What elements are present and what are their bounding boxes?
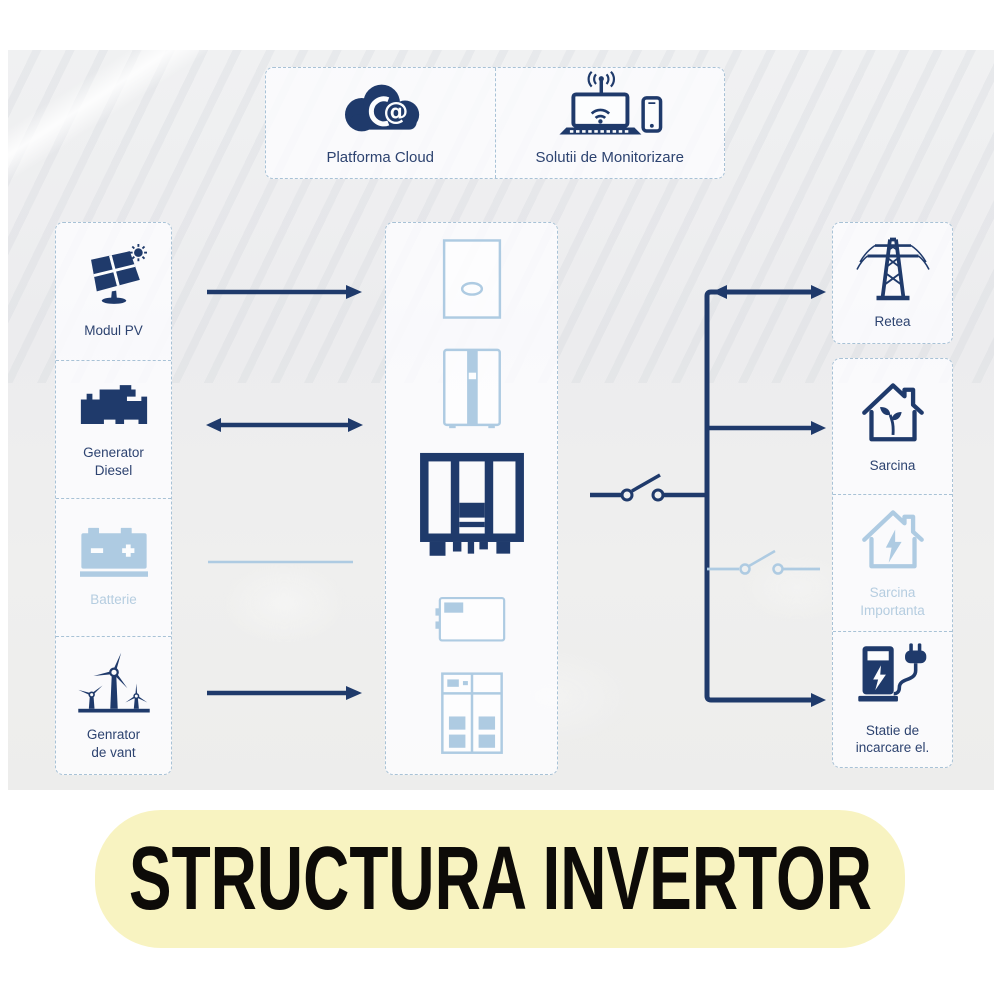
inverter-column (385, 222, 558, 775)
source-wind-label: Genrator de vant (86, 726, 141, 760)
output-grid-label: Retea (874, 314, 911, 330)
distribution-bus (704, 289, 812, 703)
source-pv: Modul PV (56, 223, 171, 360)
output-ev-station-label: Statie de incarcare el. (855, 722, 930, 756)
output-ev-station: Statie de incarcare el. (833, 630, 952, 767)
platform-cloud-item: @ Platforma Cloud (266, 68, 495, 178)
source-diesel: Generator Diesel (56, 360, 171, 498)
source-wind: Genrator de vant (56, 636, 171, 774)
sources-column: Modul PV Generator Diesel Batterie (55, 222, 172, 775)
arrow-diesel-bidirectional (206, 418, 363, 432)
source-pv-label: Modul PV (84, 322, 143, 338)
compact-converter-icon (434, 594, 510, 651)
tower-inverter-icon (441, 348, 503, 435)
page-title: STRUCTURA INVERTOR (128, 828, 872, 929)
hybrid-inverter-icon (419, 451, 525, 568)
grid-box: Retea (832, 222, 953, 344)
title-banner: STRUCTURA INVERTOR (95, 810, 905, 948)
switch-critical-load-inactive (707, 549, 820, 575)
platform-cloud-label: Platforma Cloud (326, 149, 435, 166)
connection-arrows (206, 285, 826, 707)
arrow-to-ev-station (811, 693, 826, 707)
arrow-wind-to-inverter (207, 686, 362, 700)
monitoring-devices-icon (554, 70, 666, 143)
cabinet-inverter-icon (439, 672, 505, 761)
power-grid-tower-icon (852, 235, 934, 306)
cloud-at-icon: @ (330, 78, 430, 143)
monitoring-item: Solutii de Monitorizare (494, 68, 725, 178)
house-plant-icon (857, 379, 929, 450)
source-battery: Batterie (56, 498, 171, 636)
arrow-grid-bidirectional (712, 285, 826, 299)
ev-charger-icon (853, 642, 933, 715)
battery-icon (79, 527, 148, 584)
source-diesel-label: Generator Diesel (83, 444, 144, 478)
solar-panel-icon (78, 243, 150, 315)
arrow-to-load (811, 421, 826, 435)
output-load-label: Sarcina (869, 457, 916, 473)
wall-inverter-icon (439, 238, 505, 325)
svg-text:@: @ (384, 97, 409, 126)
cloud-monitoring-panel: @ Platforma Cloud Solutii de Monitorizar… (265, 67, 725, 179)
wind-turbine-icon (76, 650, 152, 719)
house-lightning-icon (857, 506, 929, 577)
output-load: Sarcina (833, 359, 952, 494)
switch-inverter-output (590, 473, 707, 502)
diesel-generator-icon (78, 380, 150, 437)
source-battery-label: Batterie (90, 591, 137, 607)
loads-column: Sarcina Sarcina Importanta (832, 358, 953, 768)
monitoring-label: Solutii de Monitorizare (535, 149, 684, 166)
output-grid: Retea (833, 223, 952, 343)
arrow-pv-to-inverter (207, 285, 362, 299)
output-critical-load: Sarcina Importanta (833, 494, 952, 630)
output-critical-load-label: Sarcina Importanta (860, 585, 925, 618)
